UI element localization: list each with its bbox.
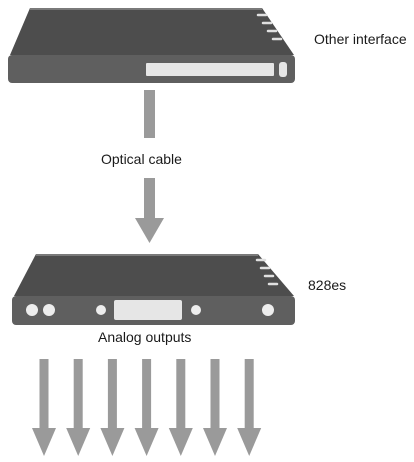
analog-output-arrow-shaft [73, 359, 83, 428]
analog-output-arrow [203, 359, 227, 456]
analog-output-arrowhead [134, 428, 159, 456]
828es-label: 828es [308, 277, 346, 293]
analog-output-arrow [66, 359, 91, 456]
828es-knob-5 [262, 304, 274, 316]
analog-output-arrow-shaft [210, 359, 220, 428]
analog-output-arrowhead [237, 428, 262, 456]
cable-arrowhead [135, 218, 164, 243]
analog-output-arrowhead [100, 428, 125, 456]
analog-output-arrowhead [32, 428, 56, 456]
828es-device [12, 254, 295, 325]
cable-line-lower [144, 178, 155, 218]
other-interface-top-surface [10, 8, 294, 55]
analog-output-arrow-shaft [39, 359, 49, 428]
other-interface-vent [256, 13, 283, 41]
other-interface-label: Other interface [314, 31, 407, 47]
cable-line-upper [144, 90, 155, 138]
other-interface-display-slot [146, 63, 274, 76]
analog-output-arrow-shaft [176, 359, 186, 428]
other-interface-knob [279, 62, 287, 77]
828es-knob-1 [26, 304, 38, 316]
optical-cable-label: Optical cable [101, 151, 182, 167]
analog-output-arrow [32, 359, 56, 456]
analog-outputs-label: Analog outputs [98, 329, 191, 345]
828es-knob-4 [191, 305, 201, 315]
828es-vent [255, 258, 279, 286]
analog-output-arrow [168, 359, 193, 456]
828es-top-surface [14, 254, 294, 296]
analog-output-arrow [134, 359, 159, 456]
analog-output-arrow [237, 359, 262, 456]
828es-display [114, 300, 182, 320]
analog-output-arrow-shaft [107, 359, 117, 428]
828es-knob-2 [43, 304, 55, 316]
analog-output-arrow-shaft [142, 359, 152, 428]
analog-output-arrowhead [168, 428, 193, 456]
other-interface-device [8, 8, 295, 83]
analog-output-arrowhead [203, 428, 227, 456]
analog-output-arrow [100, 359, 125, 456]
analog-output-arrows [32, 359, 262, 456]
optical-cable-connection [135, 90, 164, 243]
analog-output-arrowhead [66, 428, 91, 456]
analog-output-arrow-shaft [244, 359, 254, 428]
828es-knob-3 [96, 305, 106, 315]
